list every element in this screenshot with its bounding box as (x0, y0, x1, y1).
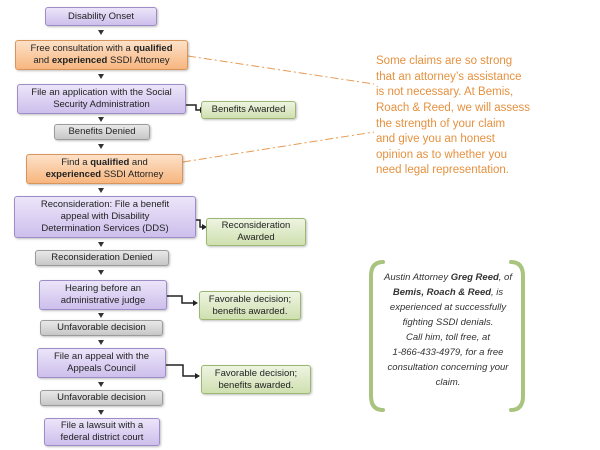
elbow-arrowhead (195, 373, 200, 379)
box-text: benefits awarded. (218, 379, 294, 391)
quote-line-7: consultation concerning your (387, 362, 509, 373)
elbow-benefits-awarded (186, 104, 200, 111)
disability-onset-box: Disability Onset (45, 7, 157, 26)
benefits-denied-box: Benefits Denied (54, 124, 150, 140)
elbow-arrowhead (193, 300, 198, 306)
box-text: Unfavorable decision (57, 392, 146, 404)
box-text: benefits awarded. (212, 305, 288, 317)
down-arrow (98, 144, 104, 149)
down-arrow (98, 270, 104, 275)
box-text: Benefits Awarded (211, 104, 286, 116)
quote-text-bold: Greg Reed (450, 272, 499, 283)
favorable-decision-box-2: Favorable decision; benefits awarded. (201, 365, 311, 394)
elbow-favorable-1 (167, 295, 194, 304)
box-text: SSDI Attorney (107, 55, 170, 66)
quote-text: , of (498, 272, 512, 283)
note-line: that an attorney’s assistance (376, 70, 522, 83)
down-arrow (98, 30, 104, 35)
favorable-decision-box-1: Favorable decision; benefits awarded. (199, 291, 301, 320)
box-text: appeal with Disability (60, 211, 150, 223)
note-connector-top (187, 55, 375, 85)
hearing-box: Hearing before an administrative judge (39, 280, 167, 310)
down-arrow (98, 340, 104, 345)
box-text: File an appeal with the (53, 351, 150, 363)
down-arrow (98, 313, 104, 318)
box-text: Security Administration (53, 99, 150, 110)
reconsideration-box: Reconsideration: File a benefit appeal w… (14, 196, 196, 238)
box-text: Determination Services (DDS) (41, 222, 169, 234)
down-arrow (98, 74, 104, 79)
elbow-reconsideration (196, 219, 203, 228)
box-text: Appeals Council (67, 363, 136, 374)
quote-line-3: experienced at successfully (389, 302, 507, 313)
reconsideration-awarded-box: Reconsideration Awarded (206, 218, 306, 246)
note-line: Roach & Reed, we will assess (376, 101, 531, 114)
down-arrow (98, 382, 104, 387)
quote-line-5: Call him, toll free, at (406, 332, 490, 343)
box-text-bold: qualified (90, 157, 130, 169)
lawsuit-box: File a lawsuit with a federal district c… (44, 418, 160, 446)
file-application-box: File an application with the Social Secu… (17, 84, 186, 114)
box-text-bold: experienced (45, 169, 102, 180)
box-text: Free consultation with a (30, 43, 134, 55)
down-arrow (98, 410, 104, 415)
note-line: Some claims are so strong (376, 55, 513, 67)
quote-line-4: fighting SSDI denials. (402, 317, 494, 328)
quote-text-bold: Bemis, Roach & Reed (392, 287, 492, 298)
quote-text: , is (491, 287, 504, 298)
quote-line-2: Bemis, Roach & Reed, is (380, 285, 516, 300)
box-text: SSDI Attorney (101, 169, 164, 180)
note-line: is not necessary. At Bemis, (376, 86, 514, 99)
note-line: the strength of your claim (376, 117, 506, 130)
down-arrow (98, 188, 104, 193)
box-text: File a lawsuit with a (60, 420, 144, 432)
box-text: Find a (61, 157, 91, 169)
benefits-awarded-box: Benefits Awarded (201, 101, 296, 119)
box-text: and (33, 55, 52, 66)
box-text: Hearing before an (64, 283, 142, 295)
note-line: and give you an honest (376, 133, 495, 146)
unfavorable-decision-box-2: Unfavorable decision (40, 390, 163, 406)
box-text: administrative judge (60, 295, 146, 306)
elbow-favorable-2 (166, 364, 196, 377)
unfavorable-decision-box-1: Unfavorable decision (40, 320, 163, 336)
box-text: Favorable decision; (208, 293, 292, 305)
down-arrow (98, 242, 104, 247)
quote-text: Austin Attorney (384, 272, 451, 283)
box-text: Benefits Denied (68, 126, 136, 138)
quote-line-8: claim. (435, 377, 461, 388)
box-text: and (129, 157, 148, 169)
box-text: federal district court (60, 432, 144, 443)
note-connector-bottom (182, 131, 375, 163)
quote-line-6: 1-866-433-4979, for a free (392, 347, 504, 358)
box-text: Reconsideration Denied (51, 252, 153, 264)
box-text: Reconsideration (221, 220, 291, 232)
down-arrow (98, 117, 104, 122)
box-text: File an application with the Social (31, 87, 172, 99)
note-line: need legal representation. (376, 164, 509, 177)
free-consultation-box: Free consultation with a qualified and e… (15, 40, 188, 70)
box-text-bold: experienced (51, 55, 108, 66)
box-text: Reconsideration: File a benefit (40, 199, 170, 211)
box-text: Disability Onset (68, 10, 134, 22)
attorney-quote: Austin Attorney Greg Reed, of Bemis, Roa… (372, 258, 524, 410)
find-attorney-box: Find a qualified and experienced SSDI At… (26, 154, 183, 184)
box-text: Unfavorable decision (57, 322, 146, 334)
note-line: opinion as to whether you (376, 148, 508, 161)
box-text: Favorable decision; (214, 367, 298, 379)
quote-line-1: Austin Attorney Greg Reed, of (380, 270, 516, 285)
appeals-council-box: File an appeal with the Appeals Council (37, 348, 166, 378)
reconsideration-denied-box: Reconsideration Denied (35, 250, 169, 266)
attorney-note: Some claims are so strong that an attorn… (376, 54, 566, 179)
box-text: Awarded (237, 232, 275, 243)
box-text-bold: qualified (133, 43, 173, 55)
